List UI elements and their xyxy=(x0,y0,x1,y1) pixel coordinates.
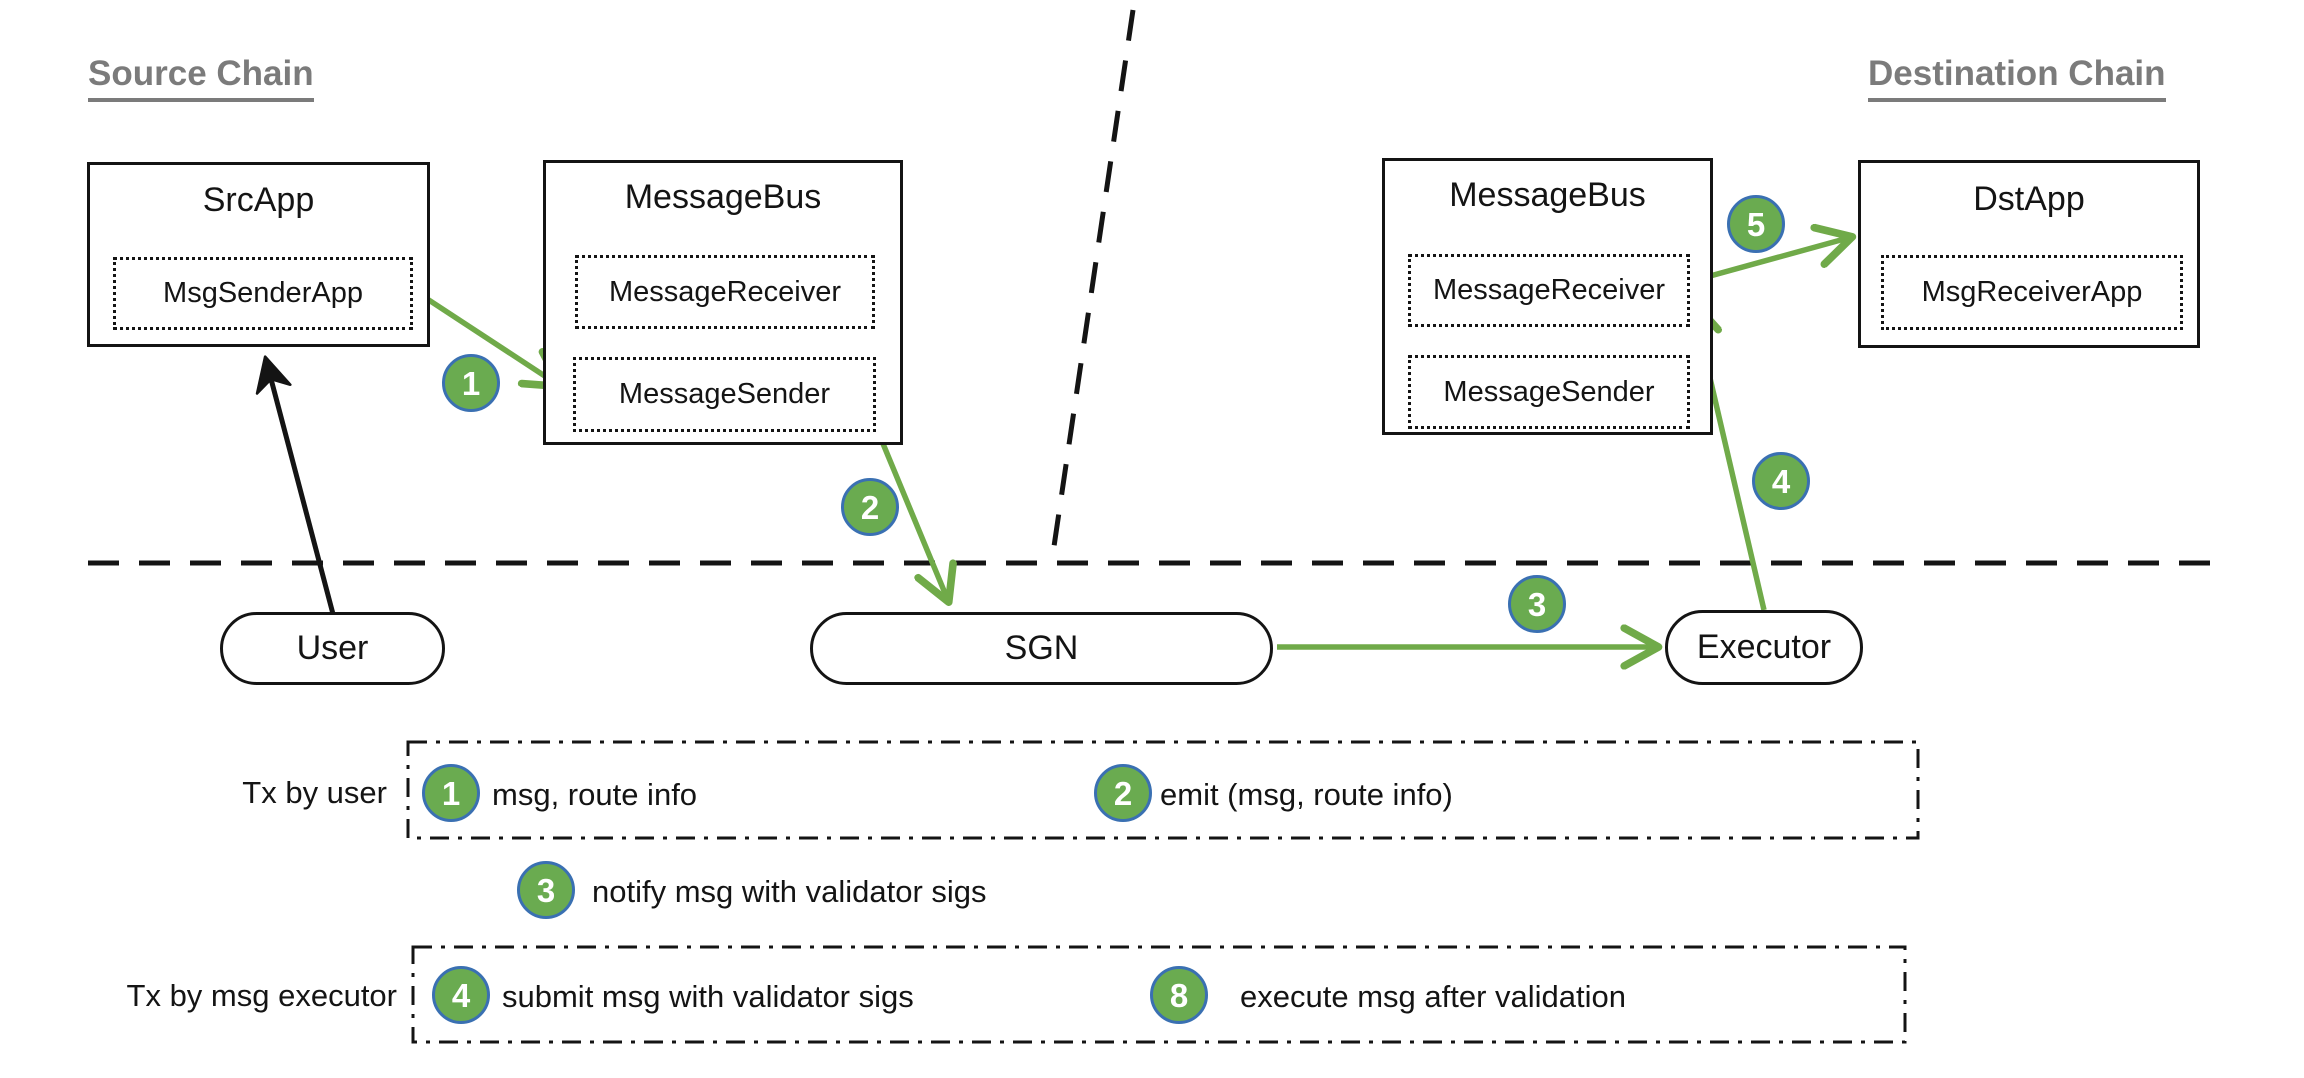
vertical-chain-separator xyxy=(1049,9,1136,561)
message-receiver-module-source: MessageReceiver xyxy=(575,255,875,329)
step-badge-3: 3 xyxy=(1508,575,1566,633)
src-app-title: SrcApp xyxy=(202,181,315,219)
msg-receiver-app-module: MsgReceiverApp xyxy=(1881,255,2183,330)
legend-badge-2: 2 xyxy=(1094,764,1152,822)
executor-pill: Executor xyxy=(1665,610,1863,685)
legend-label-tx-by-user: Tx by user xyxy=(242,775,387,810)
message-bus-destination-title: MessageBus xyxy=(1449,176,1646,214)
sgn-pill: SGN xyxy=(810,612,1273,685)
msg-sender-app-module: MsgSenderApp xyxy=(113,257,413,330)
message-sender-module-source: MessageSender xyxy=(573,357,876,432)
destination-chain-heading: Destination Chain xyxy=(1868,54,2166,102)
legend-badge-3: 3 xyxy=(517,861,575,919)
legend-text-1: msg, route info xyxy=(492,777,698,812)
message-bus-destination-box: MessageBus MessageReceiver MessageSender xyxy=(1382,158,1713,435)
legend-text-2: emit (msg, route info) xyxy=(1160,777,1453,812)
step-badge-4: 4 xyxy=(1752,452,1810,510)
source-chain-heading: Source Chain xyxy=(88,54,314,102)
legend-label-tx-by-msg-executor: Tx by msg executor xyxy=(126,978,397,1013)
dst-app-title: DstApp xyxy=(1973,180,2085,218)
src-app-box: SrcApp MsgSenderApp xyxy=(87,162,430,347)
step-badge-2: 2 xyxy=(841,478,899,536)
legend-text-4: submit msg with validator sigs xyxy=(502,979,914,1014)
legend-badge-8: 8 xyxy=(1150,966,1208,1024)
legend-text-8: execute msg after validation xyxy=(1240,979,1626,1014)
step-badge-1: 1 xyxy=(442,354,500,412)
dst-app-box: DstApp MsgReceiverApp xyxy=(1858,160,2200,348)
legend-badge-1: 1 xyxy=(422,764,480,822)
message-sender-module-destination: MessageSender xyxy=(1408,355,1690,429)
legend-text-3: notify msg with validator sigs xyxy=(592,874,987,909)
message-bus-source-title: MessageBus xyxy=(624,178,822,216)
message-receiver-module-destination: MessageReceiver xyxy=(1408,254,1690,327)
message-bus-source-box: MessageBus MessageReceiver MessageSender xyxy=(543,160,903,445)
legend-badge-4: 4 xyxy=(432,966,490,1024)
step-badge-5: 5 xyxy=(1727,195,1785,253)
arrow-user-to-srcapp xyxy=(255,355,336,615)
user-pill: User xyxy=(220,612,445,685)
